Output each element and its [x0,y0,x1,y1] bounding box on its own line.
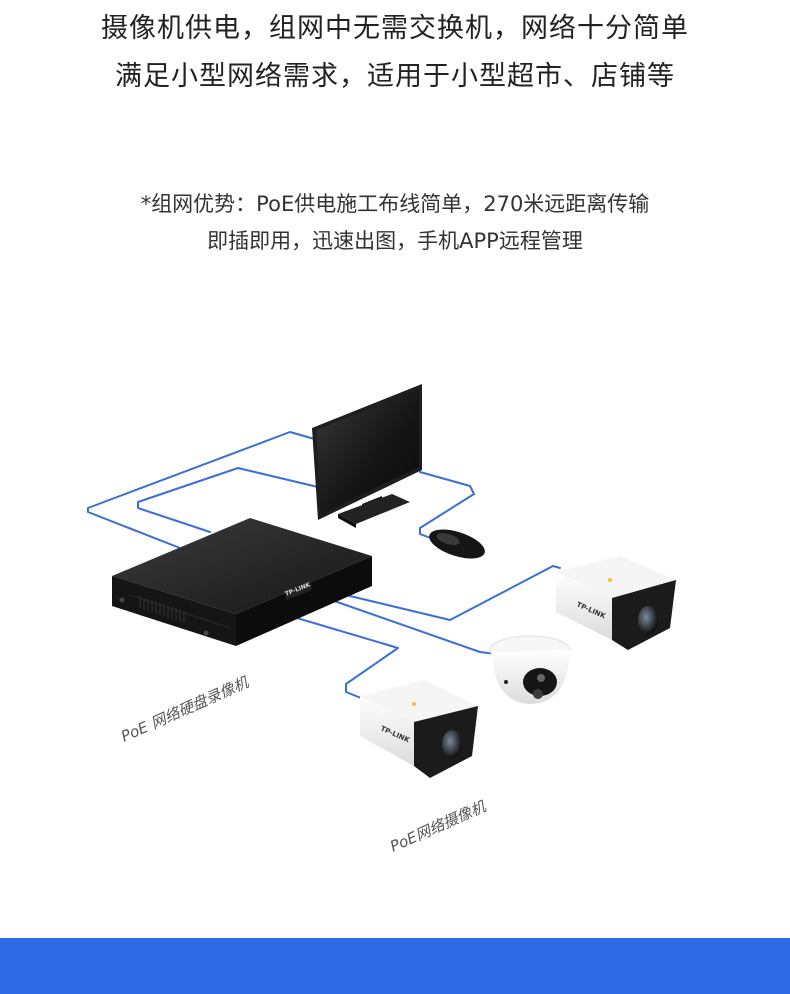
mouse-icon [429,529,485,559]
monitor-icon [312,384,422,528]
cable-nvr-bullet-camera-right [299,565,561,621]
dome-camera-icon [489,635,571,704]
headline-line-2: 满足小型网络需求，适用于小型超市、店铺等 [115,61,675,92]
bullet-camera-left-icon: TP-LINK [360,680,478,778]
cables [87,431,561,701]
bullet-camera-right-icon: TP-LINK [556,556,676,650]
cable-monitor-mouse [419,471,475,541]
headline-line-1: 摄像机供电，组网中无需交换机，网络十分简单 [101,13,689,44]
cable-nvr-dome-camera [319,595,497,655]
cable-nvr-monitor-inner [137,467,323,533]
advantage-line-1: *组网优势：PoE供电施工布线简单，270米远距离传输 [140,192,650,216]
nvr-caption: PoE 网络硬盘录像机 [118,673,252,746]
network-topology-diagram: TP-LINK TP-LINK TP-LINK PoE 网络硬盘录像机 PoE网… [87,384,676,856]
advantage-line-2: 即插即用，迅速出图，手机APP远程管理 [207,229,583,253]
nvr-recorder-icon: TP-LINK [112,518,372,646]
cable-nvr-bullet-camera-left [269,609,399,701]
camera-caption: PoE网络摄像机 [387,797,489,856]
cable-nvr-monitor-outer [87,431,319,549]
footer-banner [0,938,790,994]
